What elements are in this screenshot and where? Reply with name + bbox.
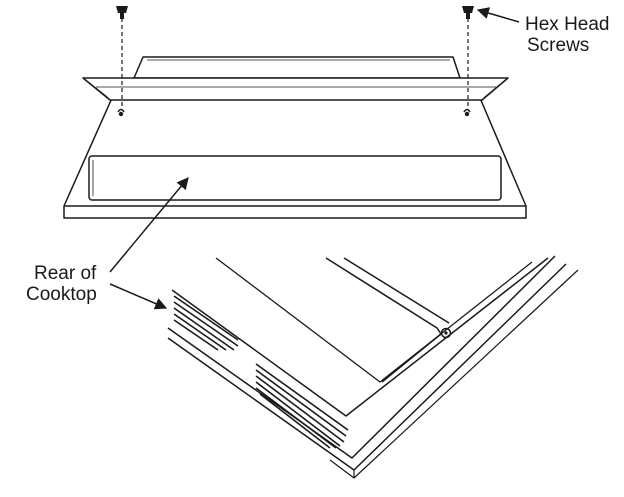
rear-pointer-arrow-top (109, 177, 189, 273)
rear-strip-right-edge (343, 257, 450, 324)
screw-hole-right (463, 108, 471, 117)
rear-of-cooktop-panel (88, 155, 502, 201)
hex-head-screws-label-line2: Screws (527, 35, 590, 56)
screw-hole-left (117, 108, 125, 117)
hex-screw-pointer-arrow (476, 7, 520, 23)
hex-head-screw-right-icon (462, 6, 474, 19)
frame-inner-edge-1 (167, 255, 556, 459)
vent-slots-left (173, 295, 239, 351)
top-cooktop-view (63, 18, 527, 219)
frame-outer-edge (167, 263, 567, 471)
vent-slots-right (255, 363, 349, 449)
rear-strip-diagonal (381, 333, 442, 383)
frame-inner-edge-2 (171, 257, 549, 417)
hex-head-screws-label: Hex Head Screws (525, 14, 610, 56)
frame-bottom-lip (329, 269, 579, 479)
trim-right-tab (481, 77, 509, 101)
rear-of-cooktop-label-line2: Cooktop (26, 284, 97, 305)
trim-left-tab (82, 77, 111, 101)
cooktop-corner-closeup (167, 255, 579, 479)
rear-of-cooktop-label: Rear of Cooktop (26, 263, 97, 305)
rear-of-cooktop-label-line1: Rear of (34, 263, 97, 284)
trim-strip (82, 77, 509, 101)
hex-head-screws-label-line1: Hex Head (525, 14, 610, 35)
hex-head-screw-left-icon (116, 6, 128, 19)
rear-strip-left-edge (325, 257, 442, 335)
glass-top-edge (215, 257, 533, 383)
corner-screw-icon (440, 327, 452, 339)
rear-pointer-arrow-bottom (109, 283, 168, 310)
